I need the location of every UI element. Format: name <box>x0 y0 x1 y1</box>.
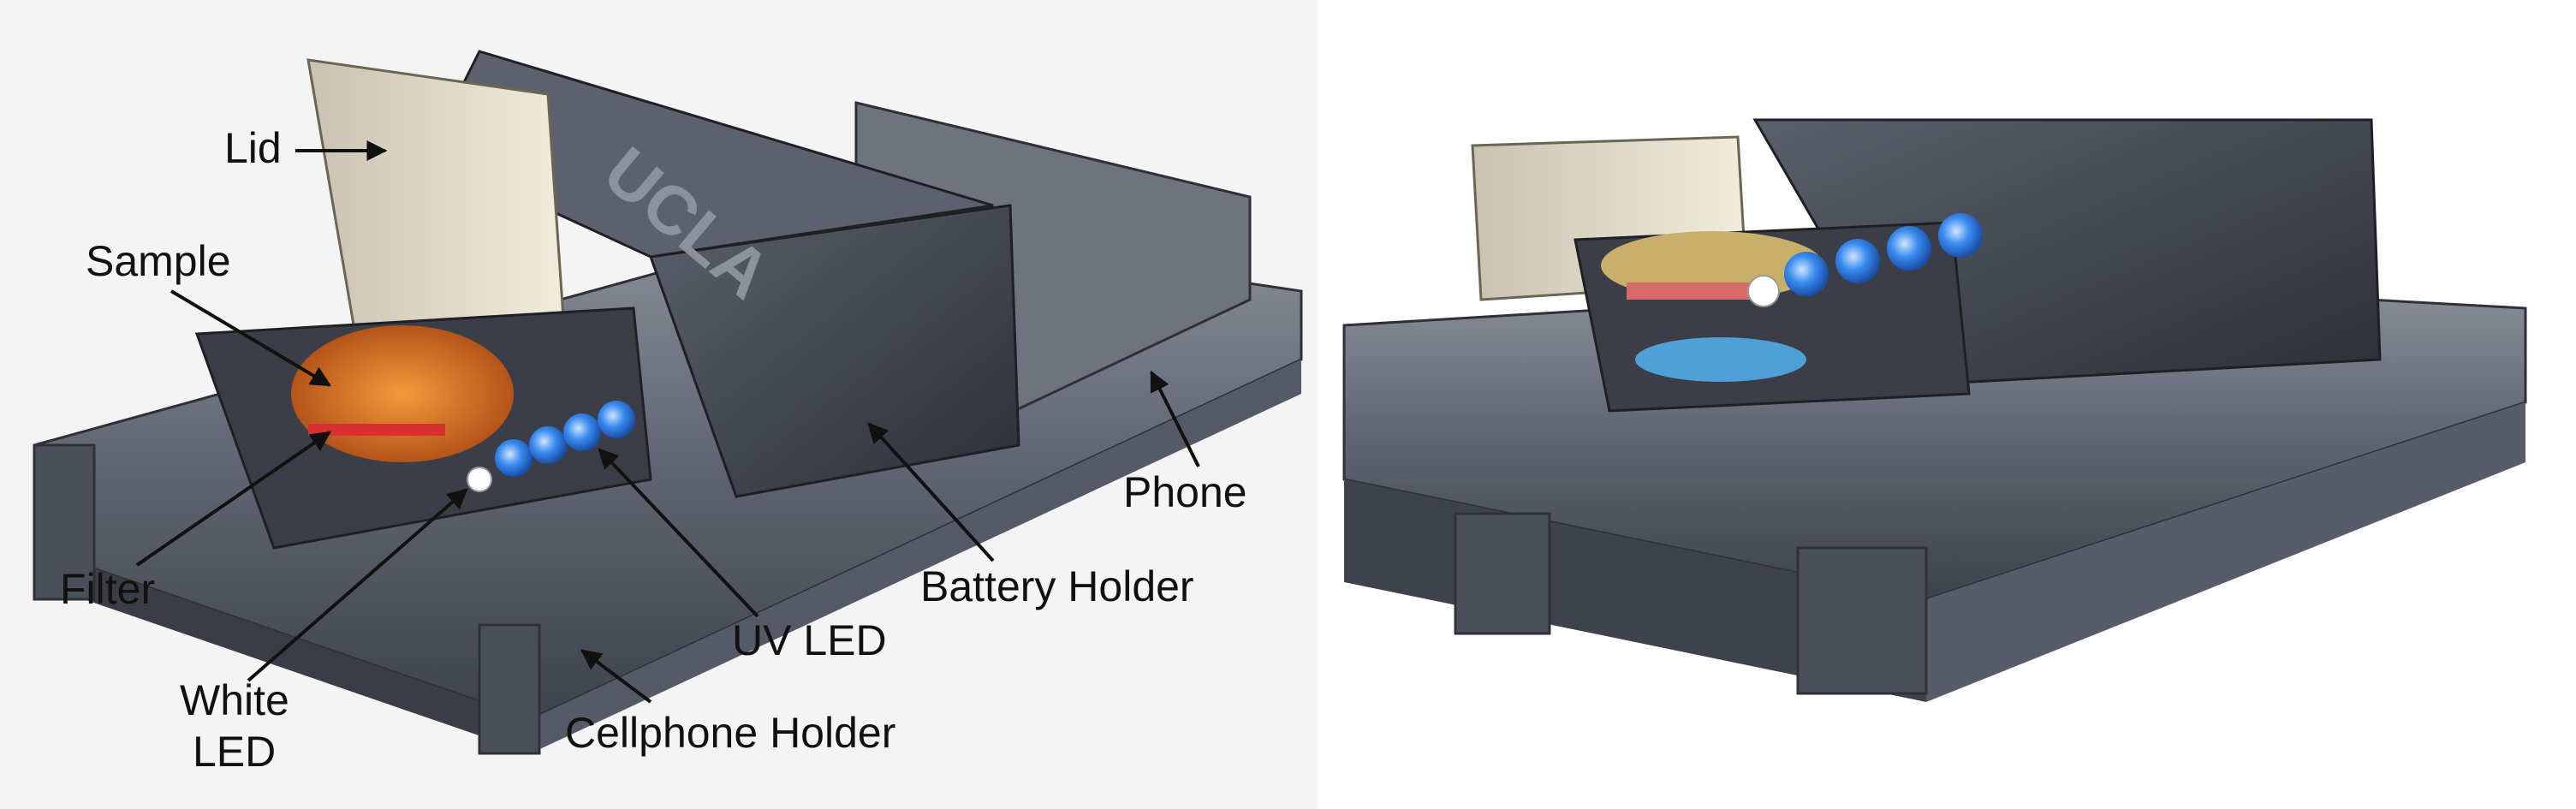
uv-led <box>495 439 532 477</box>
label-sample: Sample <box>86 237 231 285</box>
label-filter: Filter <box>60 565 155 613</box>
label-cellphone-holder: Cellphone Holder <box>565 709 895 757</box>
uv-led <box>1887 226 1931 271</box>
sample-shape <box>291 325 514 462</box>
cutaway-optics <box>1635 337 1806 382</box>
right-cutaway-view <box>1342 118 2527 702</box>
uv-led <box>1784 252 1829 296</box>
battery-holder-shape <box>648 204 1020 498</box>
uv-led <box>1938 213 1983 258</box>
uv-led-array <box>495 401 635 477</box>
filter-shape <box>308 424 445 436</box>
label-battery-holder: Battery Holder <box>920 562 1194 610</box>
uv-led <box>529 426 567 464</box>
cutaway-uv-led-array <box>1784 213 1983 296</box>
left-device-view: UCLA <box>33 50 1303 755</box>
uv-led <box>1835 239 1880 283</box>
label-white-led-line2: LED <box>193 728 276 776</box>
callouts: Lid Sample Filter White LED UV LED Batte… <box>60 124 1247 776</box>
cutaway-white-led <box>1747 275 1780 307</box>
label-white-led-line1: White <box>180 676 289 724</box>
uv-led <box>563 413 601 451</box>
label-uv-led: UV LED <box>732 616 887 664</box>
label-lid: Lid <box>224 124 282 172</box>
cutaway-filter <box>1627 283 1755 300</box>
uv-led <box>598 401 635 438</box>
label-phone: Phone <box>1123 468 1247 516</box>
white-led <box>467 467 492 492</box>
